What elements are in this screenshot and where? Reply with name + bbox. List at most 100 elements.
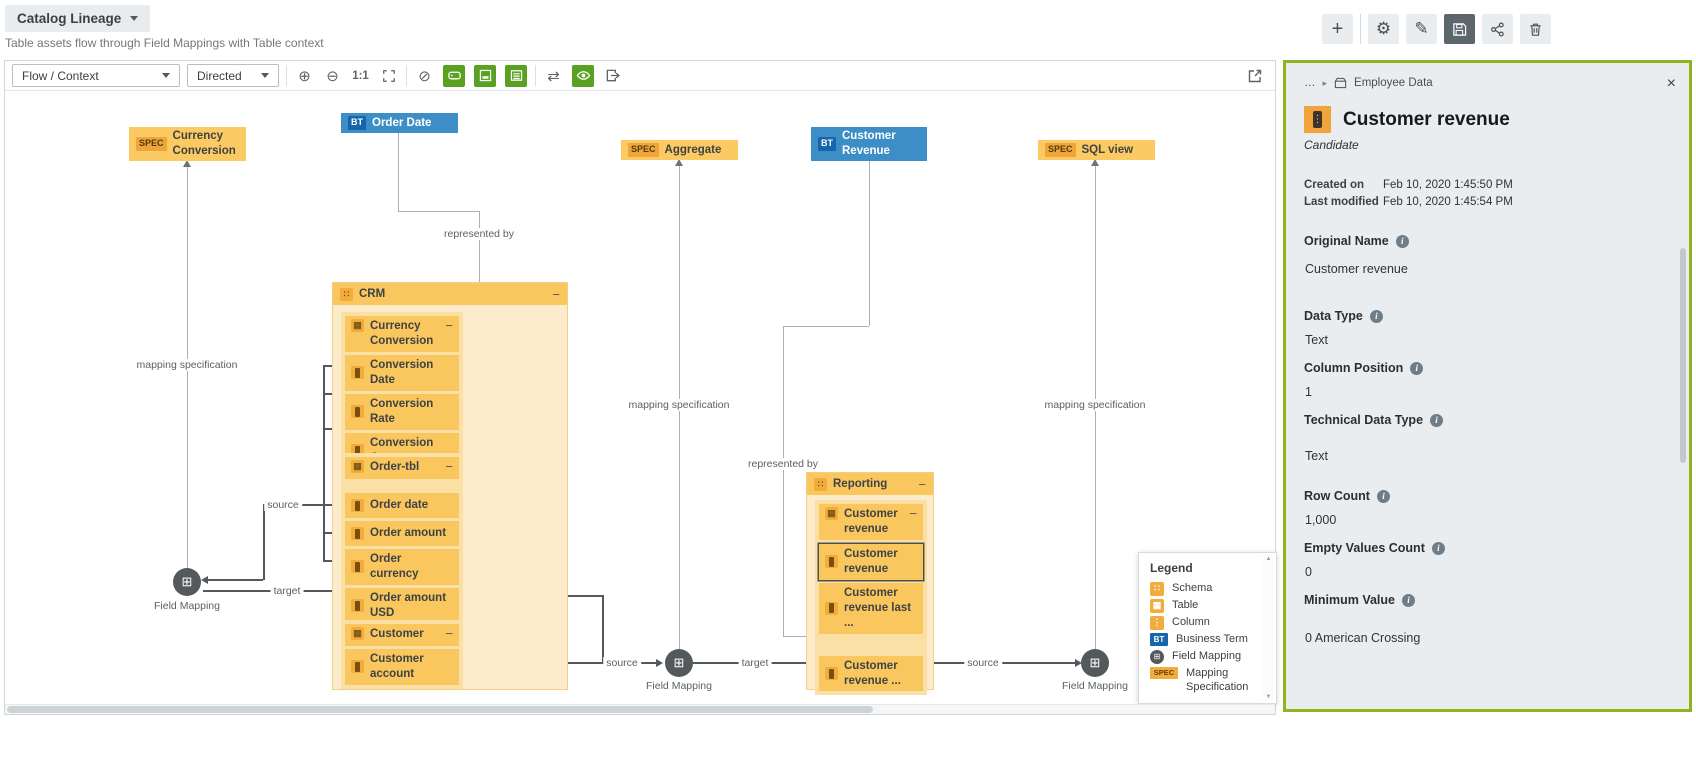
info-icon[interactable]: i bbox=[1369, 309, 1383, 323]
export-button[interactable] bbox=[602, 65, 623, 87]
table-header[interactable]: ▦ Currency Conversion − bbox=[345, 316, 459, 352]
info-icon[interactable]: i bbox=[1376, 489, 1390, 503]
column-conversion-rate[interactable]: Conversion Rate bbox=[345, 393, 459, 430]
layout-dropdown[interactable]: Flow / Context bbox=[12, 64, 180, 87]
node-business-term-order-date[interactable]: BT Order Date bbox=[341, 113, 458, 133]
export-icon bbox=[606, 69, 620, 82]
node-mapping-spec-currency-conversion[interactable]: SPEC Currency Conversion bbox=[129, 127, 246, 161]
column-customer-revenue-selected[interactable]: Customer revenue bbox=[819, 543, 923, 580]
edge-line bbox=[263, 504, 265, 580]
field-mapping-node-left[interactable]: ⊞ bbox=[173, 568, 201, 596]
zoom-actual-button[interactable]: 1:1 bbox=[350, 65, 371, 87]
open-external-button[interactable] bbox=[1247, 68, 1263, 84]
schema-crm[interactable]: ∷ CRM − ▦ Currency Conversion − Conversi… bbox=[332, 282, 568, 690]
save-button[interactable] bbox=[1444, 14, 1475, 44]
collapse-button[interactable]: − bbox=[552, 286, 560, 302]
node-mapping-spec-sql-view[interactable]: SPEC SQL view bbox=[1038, 140, 1155, 160]
hide-overlap-button[interactable]: ⊘ bbox=[414, 65, 435, 87]
collapse-button[interactable]: − bbox=[445, 318, 453, 333]
table-order-tbl[interactable]: ▦ Order-tbl − Order date Order amount Or… bbox=[341, 453, 463, 628]
table-icon: ▦ bbox=[1150, 599, 1164, 613]
table-currency-conversion[interactable]: ▦ Currency Conversion − Conversion Date … bbox=[341, 312, 463, 473]
edge-line bbox=[783, 326, 784, 636]
legend-item-label: Table bbox=[1172, 599, 1199, 611]
column-conversion-date[interactable]: Conversion Date bbox=[345, 354, 459, 391]
diagram-actions: + ⚙ ✎ bbox=[1322, 14, 1551, 44]
schema-reporting[interactable]: ∷ Reporting − ▦ Customer revenue − Custo… bbox=[806, 472, 934, 696]
collapse-button[interactable]: − bbox=[909, 506, 917, 521]
table-icon: ▦ bbox=[825, 507, 838, 520]
meta-last-modified: Last modified Feb 10, 2020 1:45:54 PM bbox=[1304, 196, 1671, 208]
refresh-button[interactable]: ⇄ bbox=[543, 65, 564, 87]
canvas-horizontal-scrollbar[interactable] bbox=[5, 704, 1275, 714]
edge-label-mapping-specification: mapping specification bbox=[1041, 399, 1149, 411]
column-customer-revenue-truncated[interactable]: Customer revenue ... bbox=[819, 655, 923, 692]
collapse-button[interactable]: − bbox=[918, 476, 926, 492]
column-icon bbox=[351, 527, 364, 540]
column-customer-revenue-last[interactable]: Customer revenue last ... bbox=[819, 582, 923, 634]
plus-icon: + bbox=[1331, 18, 1344, 40]
node-business-term-customer-revenue[interactable]: BT Customer Revenue bbox=[811, 127, 927, 161]
field-mapping-node-right[interactable]: ⊞ bbox=[1081, 649, 1109, 677]
column-order-date[interactable]: Order date bbox=[345, 493, 459, 518]
schema-crm-header[interactable]: ∷ CRM − bbox=[333, 283, 567, 305]
breadcrumb-ellipsis[interactable]: … bbox=[1304, 77, 1316, 89]
direction-dropdown[interactable]: Directed bbox=[187, 64, 279, 87]
preview-toggle[interactable] bbox=[572, 64, 594, 87]
column-customer-account[interactable]: Customer account bbox=[345, 649, 459, 685]
info-icon[interactable]: i bbox=[1402, 593, 1415, 607]
info-icon[interactable]: i bbox=[1410, 361, 1424, 375]
close-panel-button[interactable]: × bbox=[1666, 75, 1676, 92]
show-cards-toggle[interactable] bbox=[474, 64, 496, 87]
view-selector-dropdown[interactable]: Catalog Lineage bbox=[5, 5, 151, 32]
table-header[interactable]: ▦ Customer − bbox=[345, 624, 459, 646]
field-mapping-node-center[interactable]: ⊞ bbox=[665, 649, 693, 677]
legend-scrollbar[interactable]: ▲ ▼ bbox=[1263, 555, 1274, 701]
show-list-toggle[interactable] bbox=[505, 64, 527, 87]
lineage-canvas[interactable]: Flow / Context Directed ⊕ ⊖ 1:1 ⊘ ⇄ bbox=[4, 60, 1277, 715]
scrollbar-thumb[interactable] bbox=[7, 706, 873, 713]
table-header[interactable]: ▦ Order-tbl − bbox=[345, 457, 459, 479]
legend-item-label: Mapping Specification bbox=[1186, 666, 1249, 693]
add-button[interactable]: + bbox=[1322, 14, 1353, 44]
external-link-icon bbox=[1248, 69, 1262, 83]
fit-screen-button[interactable] bbox=[378, 65, 399, 87]
column-order-currency[interactable]: Order currency bbox=[345, 549, 459, 585]
panel-scrollbar[interactable] bbox=[1680, 248, 1686, 463]
legend-title: Legend bbox=[1150, 561, 1193, 575]
scroll-up-icon[interactable]: ▲ bbox=[1265, 556, 1272, 562]
table-customer-revenue[interactable]: ▦ Customer revenue − Customer revenue Cu… bbox=[815, 500, 927, 696]
column-glyph: ⋮ bbox=[1313, 111, 1323, 128]
column-name: Order date bbox=[370, 499, 429, 512]
breadcrumb-domain[interactable]: Employee Data bbox=[1354, 77, 1433, 89]
edit-button[interactable]: ✎ bbox=[1406, 14, 1437, 44]
table-name: Customer revenue bbox=[844, 508, 898, 535]
info-icon[interactable]: i bbox=[1395, 234, 1409, 248]
delete-button[interactable] bbox=[1520, 14, 1551, 44]
info-icon[interactable]: i bbox=[1431, 541, 1445, 555]
node-mapping-spec-aggregate[interactable]: SPEC Aggregate bbox=[621, 140, 738, 160]
schema-reporting-header[interactable]: ∷ Reporting − bbox=[807, 473, 933, 495]
table-customer[interactable]: ▦ Customer − Customer account bbox=[341, 620, 463, 689]
toolbar-divider bbox=[535, 65, 536, 86]
breadcrumb-arrow-icon: ▸ bbox=[1322, 77, 1328, 88]
field-value-empty-values-count: 0 bbox=[1305, 565, 1312, 579]
legend: Legend ∷ Schema ▦ Table ⋮ Column BT Busi… bbox=[1138, 552, 1277, 704]
collapse-button[interactable]: − bbox=[445, 626, 453, 641]
column-order-amount[interactable]: Order amount bbox=[345, 521, 459, 546]
breadcrumb[interactable]: … ▸ Employee Data bbox=[1304, 77, 1671, 89]
scroll-down-icon[interactable]: ▼ bbox=[1265, 694, 1272, 700]
show-labels-toggle[interactable] bbox=[443, 64, 465, 87]
edge-line bbox=[323, 365, 325, 562]
chevron-down-icon bbox=[162, 73, 170, 78]
zoom-in-button[interactable]: ⊕ bbox=[294, 65, 315, 87]
table-header[interactable]: ▦ Customer revenue − bbox=[819, 504, 923, 540]
zoom-out-button[interactable]: ⊖ bbox=[322, 65, 343, 87]
meta-value: Feb 10, 2020 1:45:54 PM bbox=[1383, 196, 1513, 208]
info-icon[interactable]: i bbox=[1430, 413, 1444, 427]
settings-button[interactable]: ⚙ bbox=[1368, 14, 1399, 44]
collapse-button[interactable]: − bbox=[445, 459, 453, 474]
column-order-amount-usd[interactable]: Order amount USD bbox=[345, 587, 459, 624]
column-icon bbox=[825, 667, 838, 680]
share-button[interactable] bbox=[1482, 14, 1513, 44]
